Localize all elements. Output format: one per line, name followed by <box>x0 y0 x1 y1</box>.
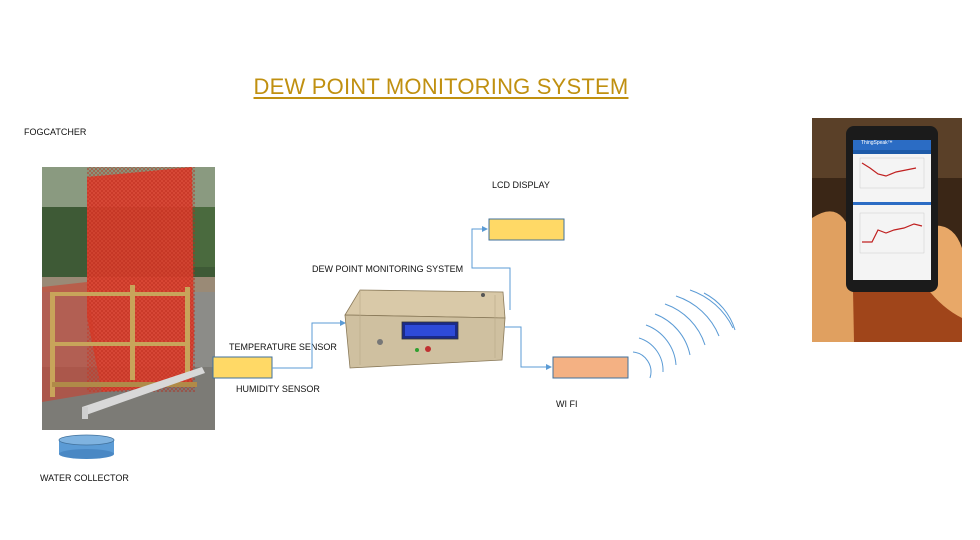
system-to-lcd-arrow <box>471 226 511 310</box>
lcd-display-box <box>488 218 565 241</box>
fogcatcher-photo <box>42 167 215 430</box>
wifi-signal-icon <box>632 289 736 379</box>
system-to-wifi-arrow <box>505 326 552 370</box>
page-title: DEW POINT MONITORING SYSTEM <box>253 74 629 99</box>
monitoring-system-box <box>344 289 506 369</box>
sensor-to-system-arrow <box>272 320 346 369</box>
sensor-box <box>212 356 273 379</box>
water-collector-icon <box>58 434 115 459</box>
lcd-display-label: LCD DISPLAY <box>492 180 550 190</box>
humidity-sensor-label: HUMIDITY SENSOR <box>236 384 320 394</box>
wifi-box <box>552 356 629 379</box>
system-label: DEW POINT MONITORING SYSTEM <box>312 264 464 274</box>
fogcatcher-label: FOGCATCHER <box>24 127 87 137</box>
temperature-sensor-label: TEMPERATURE SENSOR <box>229 342 337 352</box>
phone-photo: ThingSpeak™ <box>812 118 962 342</box>
water-collector-label: WATER COLLECTOR <box>40 473 129 483</box>
wifi-label: WI FI <box>556 399 578 409</box>
app-name: ThingSpeak™ <box>861 140 893 146</box>
